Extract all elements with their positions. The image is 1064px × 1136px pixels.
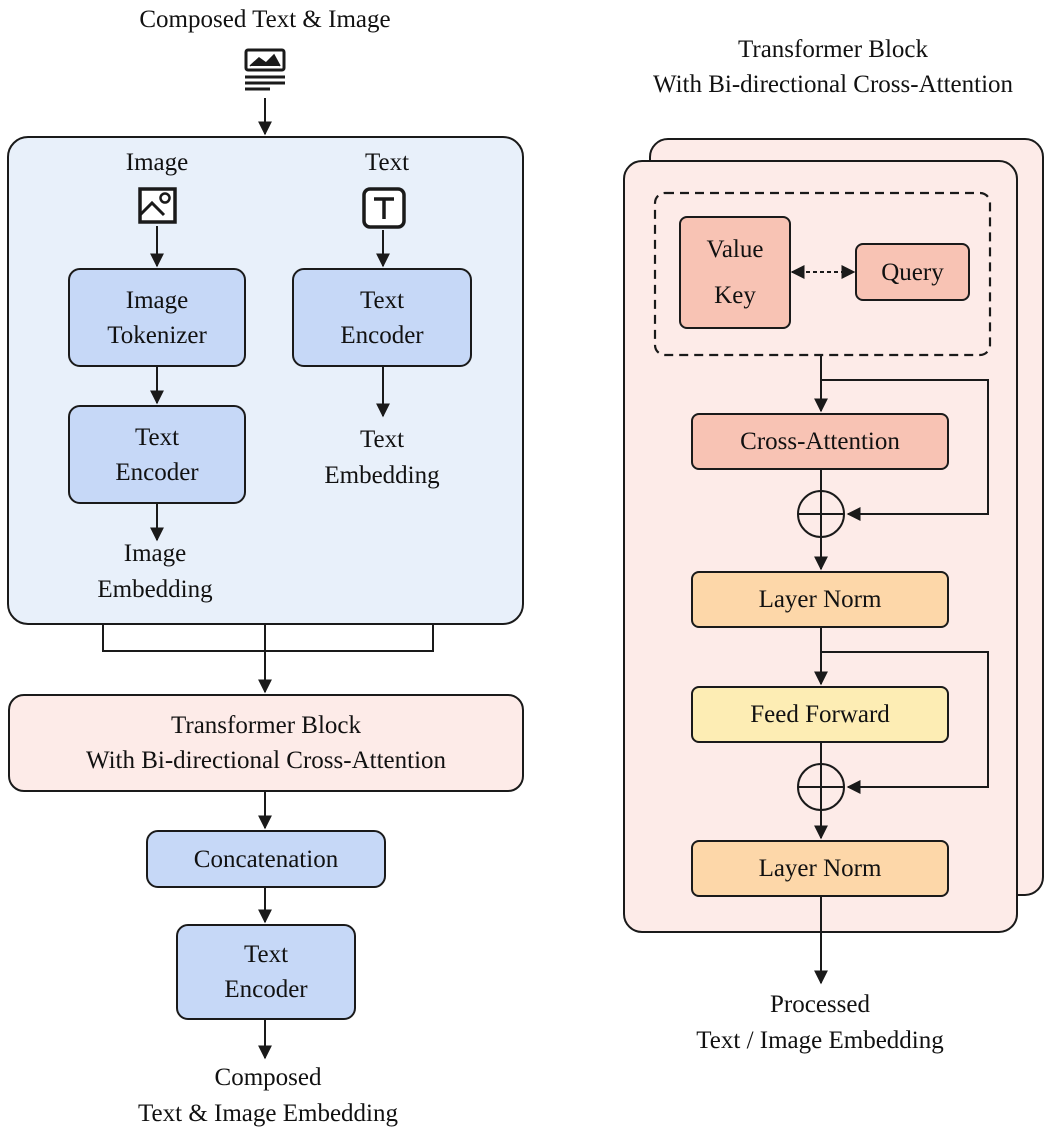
document-image-icon bbox=[244, 48, 286, 91]
feed-forward-box: Feed Forward bbox=[691, 686, 949, 743]
image-label: Image bbox=[125, 149, 189, 176]
transformer-detail-title: Transformer Block With Bi-directional Cr… bbox=[583, 32, 1064, 102]
composed-output-line-2: Text & Image Embedding bbox=[138, 1100, 398, 1127]
value-key-box: Value Key bbox=[679, 216, 791, 329]
cross-attention-box: Cross-Attention bbox=[691, 413, 949, 470]
value-line: Value bbox=[706, 235, 764, 263]
image-embedding-line-1: Image bbox=[123, 540, 187, 567]
image-embedding-label: Image Embedding bbox=[55, 536, 255, 608]
final-text-encoder-line-1: Text bbox=[243, 941, 289, 968]
image-text-encoder-box: Text Encoder bbox=[68, 405, 246, 504]
query-box: Query bbox=[855, 243, 970, 301]
composed-output-line-1: Composed bbox=[214, 1064, 322, 1091]
image-tokenizer-line-2: Tokenizer bbox=[107, 321, 207, 349]
transformer-detail-title-line-2: With Bi-directional Cross-Attention bbox=[652, 71, 1014, 98]
attention-inputs-dashed-box bbox=[653, 191, 992, 357]
transformer-detail-title-line-1: Transformer Block bbox=[737, 36, 929, 63]
text-encoder-line-1: Text bbox=[359, 286, 405, 314]
text-encoder-line-2: Encoder bbox=[340, 321, 424, 349]
final-text-encoder-line-2: Encoder bbox=[224, 976, 308, 1003]
text-embedding-line-2: Embedding bbox=[324, 462, 440, 489]
transformer-block-box: Transformer Block With Bi-directional Cr… bbox=[8, 694, 524, 792]
image-icon bbox=[138, 187, 177, 224]
transformer-block-line-2: With Bi-directional Cross-Attention bbox=[85, 747, 447, 774]
text-embedding-label: Text Embedding bbox=[282, 422, 482, 494]
processed-output-label: Processed Text / Image Embedding bbox=[620, 987, 1020, 1059]
final-text-encoder-box: Text Encoder bbox=[176, 924, 356, 1020]
processed-output-line-2: Text / Image Embedding bbox=[696, 1027, 944, 1054]
layer-norm-box-1: Layer Norm bbox=[691, 571, 949, 628]
plus-circle-icon bbox=[797, 763, 845, 811]
image-text-encoder-line-1: Text bbox=[134, 423, 180, 451]
text-label: Text bbox=[364, 149, 410, 176]
text-embedding-line-1: Text bbox=[359, 426, 405, 453]
plus-circle-icon bbox=[797, 490, 845, 538]
layer-norm-box-2: Layer Norm bbox=[691, 840, 949, 897]
image-tokenizer-line-1: Image bbox=[125, 286, 189, 314]
transformer-block-line-1: Transformer Block bbox=[170, 712, 362, 739]
text-icon bbox=[362, 187, 406, 229]
image-embedding-line-2: Embedding bbox=[97, 576, 213, 603]
text-encoder-box: Text Encoder bbox=[292, 268, 472, 367]
key-line: Key bbox=[714, 281, 756, 309]
processed-output-line-1: Processed bbox=[770, 991, 870, 1018]
image-tokenizer-box: Image Tokenizer bbox=[68, 268, 246, 367]
concatenation-box: Concatenation bbox=[146, 830, 386, 888]
image-text-encoder-line-2: Encoder bbox=[115, 458, 199, 486]
composed-output-label: Composed Text & Image Embedding bbox=[68, 1060, 468, 1132]
input-label: Composed Text & Image bbox=[139, 6, 391, 33]
